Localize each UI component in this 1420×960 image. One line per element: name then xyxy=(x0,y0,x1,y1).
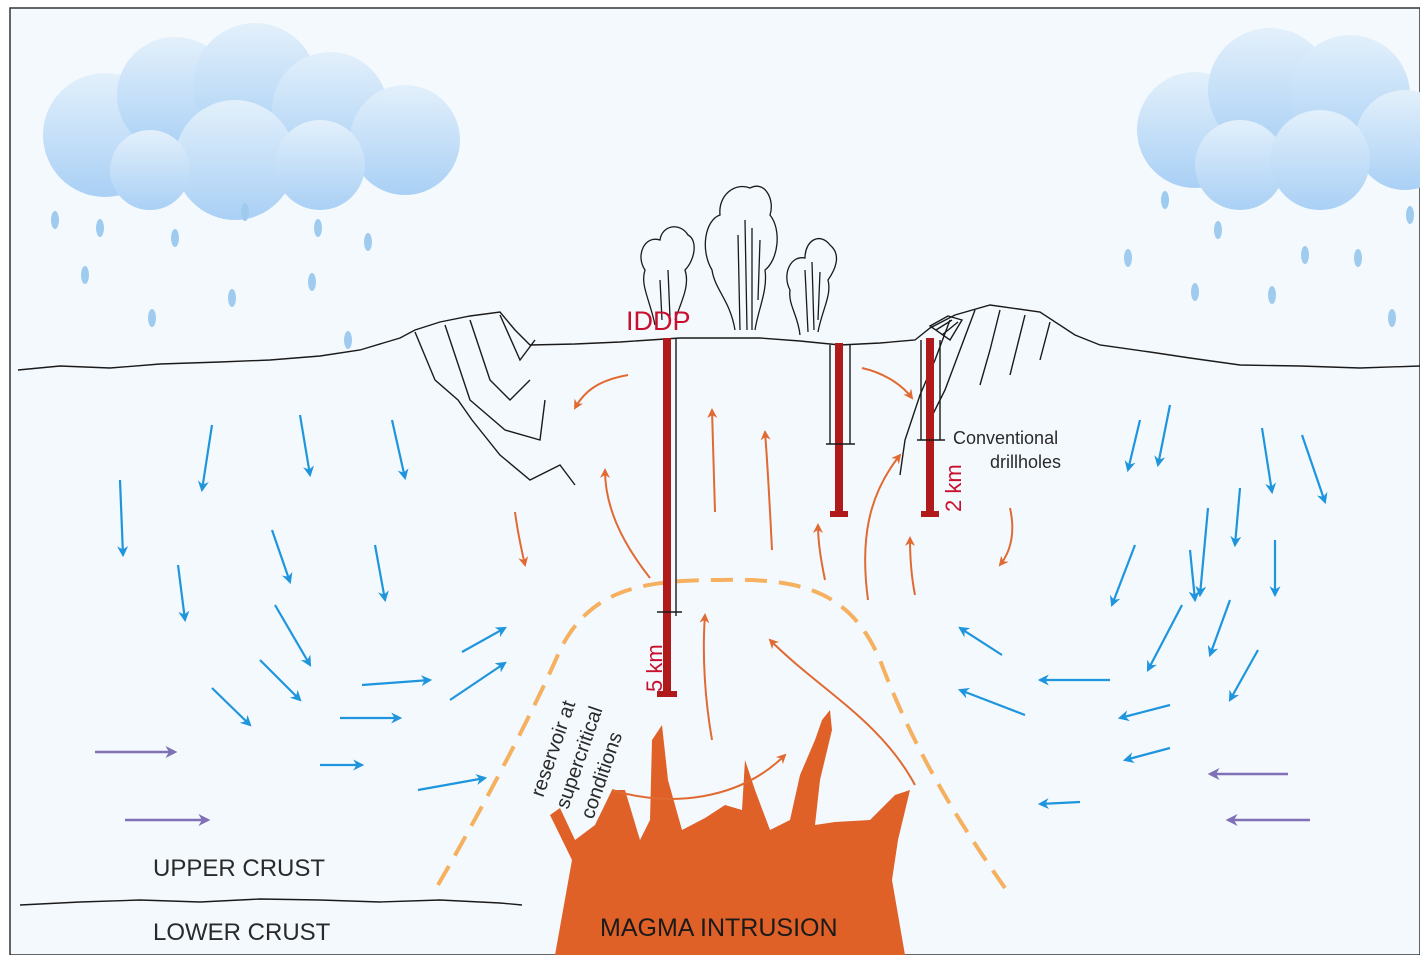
depth-2km-label: 2 km xyxy=(941,464,966,512)
conventional-drillholes-label-line2: drillholes xyxy=(990,452,1061,472)
iddp-label: IDDP xyxy=(626,306,691,336)
magma-intrusion-label: MAGMA INTRUSION xyxy=(600,914,838,942)
lower-crust-label: LOWER CRUST xyxy=(153,919,331,946)
upper-crust-label: UPPER CRUST xyxy=(153,855,325,882)
depth-5km-label: 5 km xyxy=(642,644,667,692)
conventional-drillholes-label-line1: Conventional xyxy=(953,428,1058,448)
